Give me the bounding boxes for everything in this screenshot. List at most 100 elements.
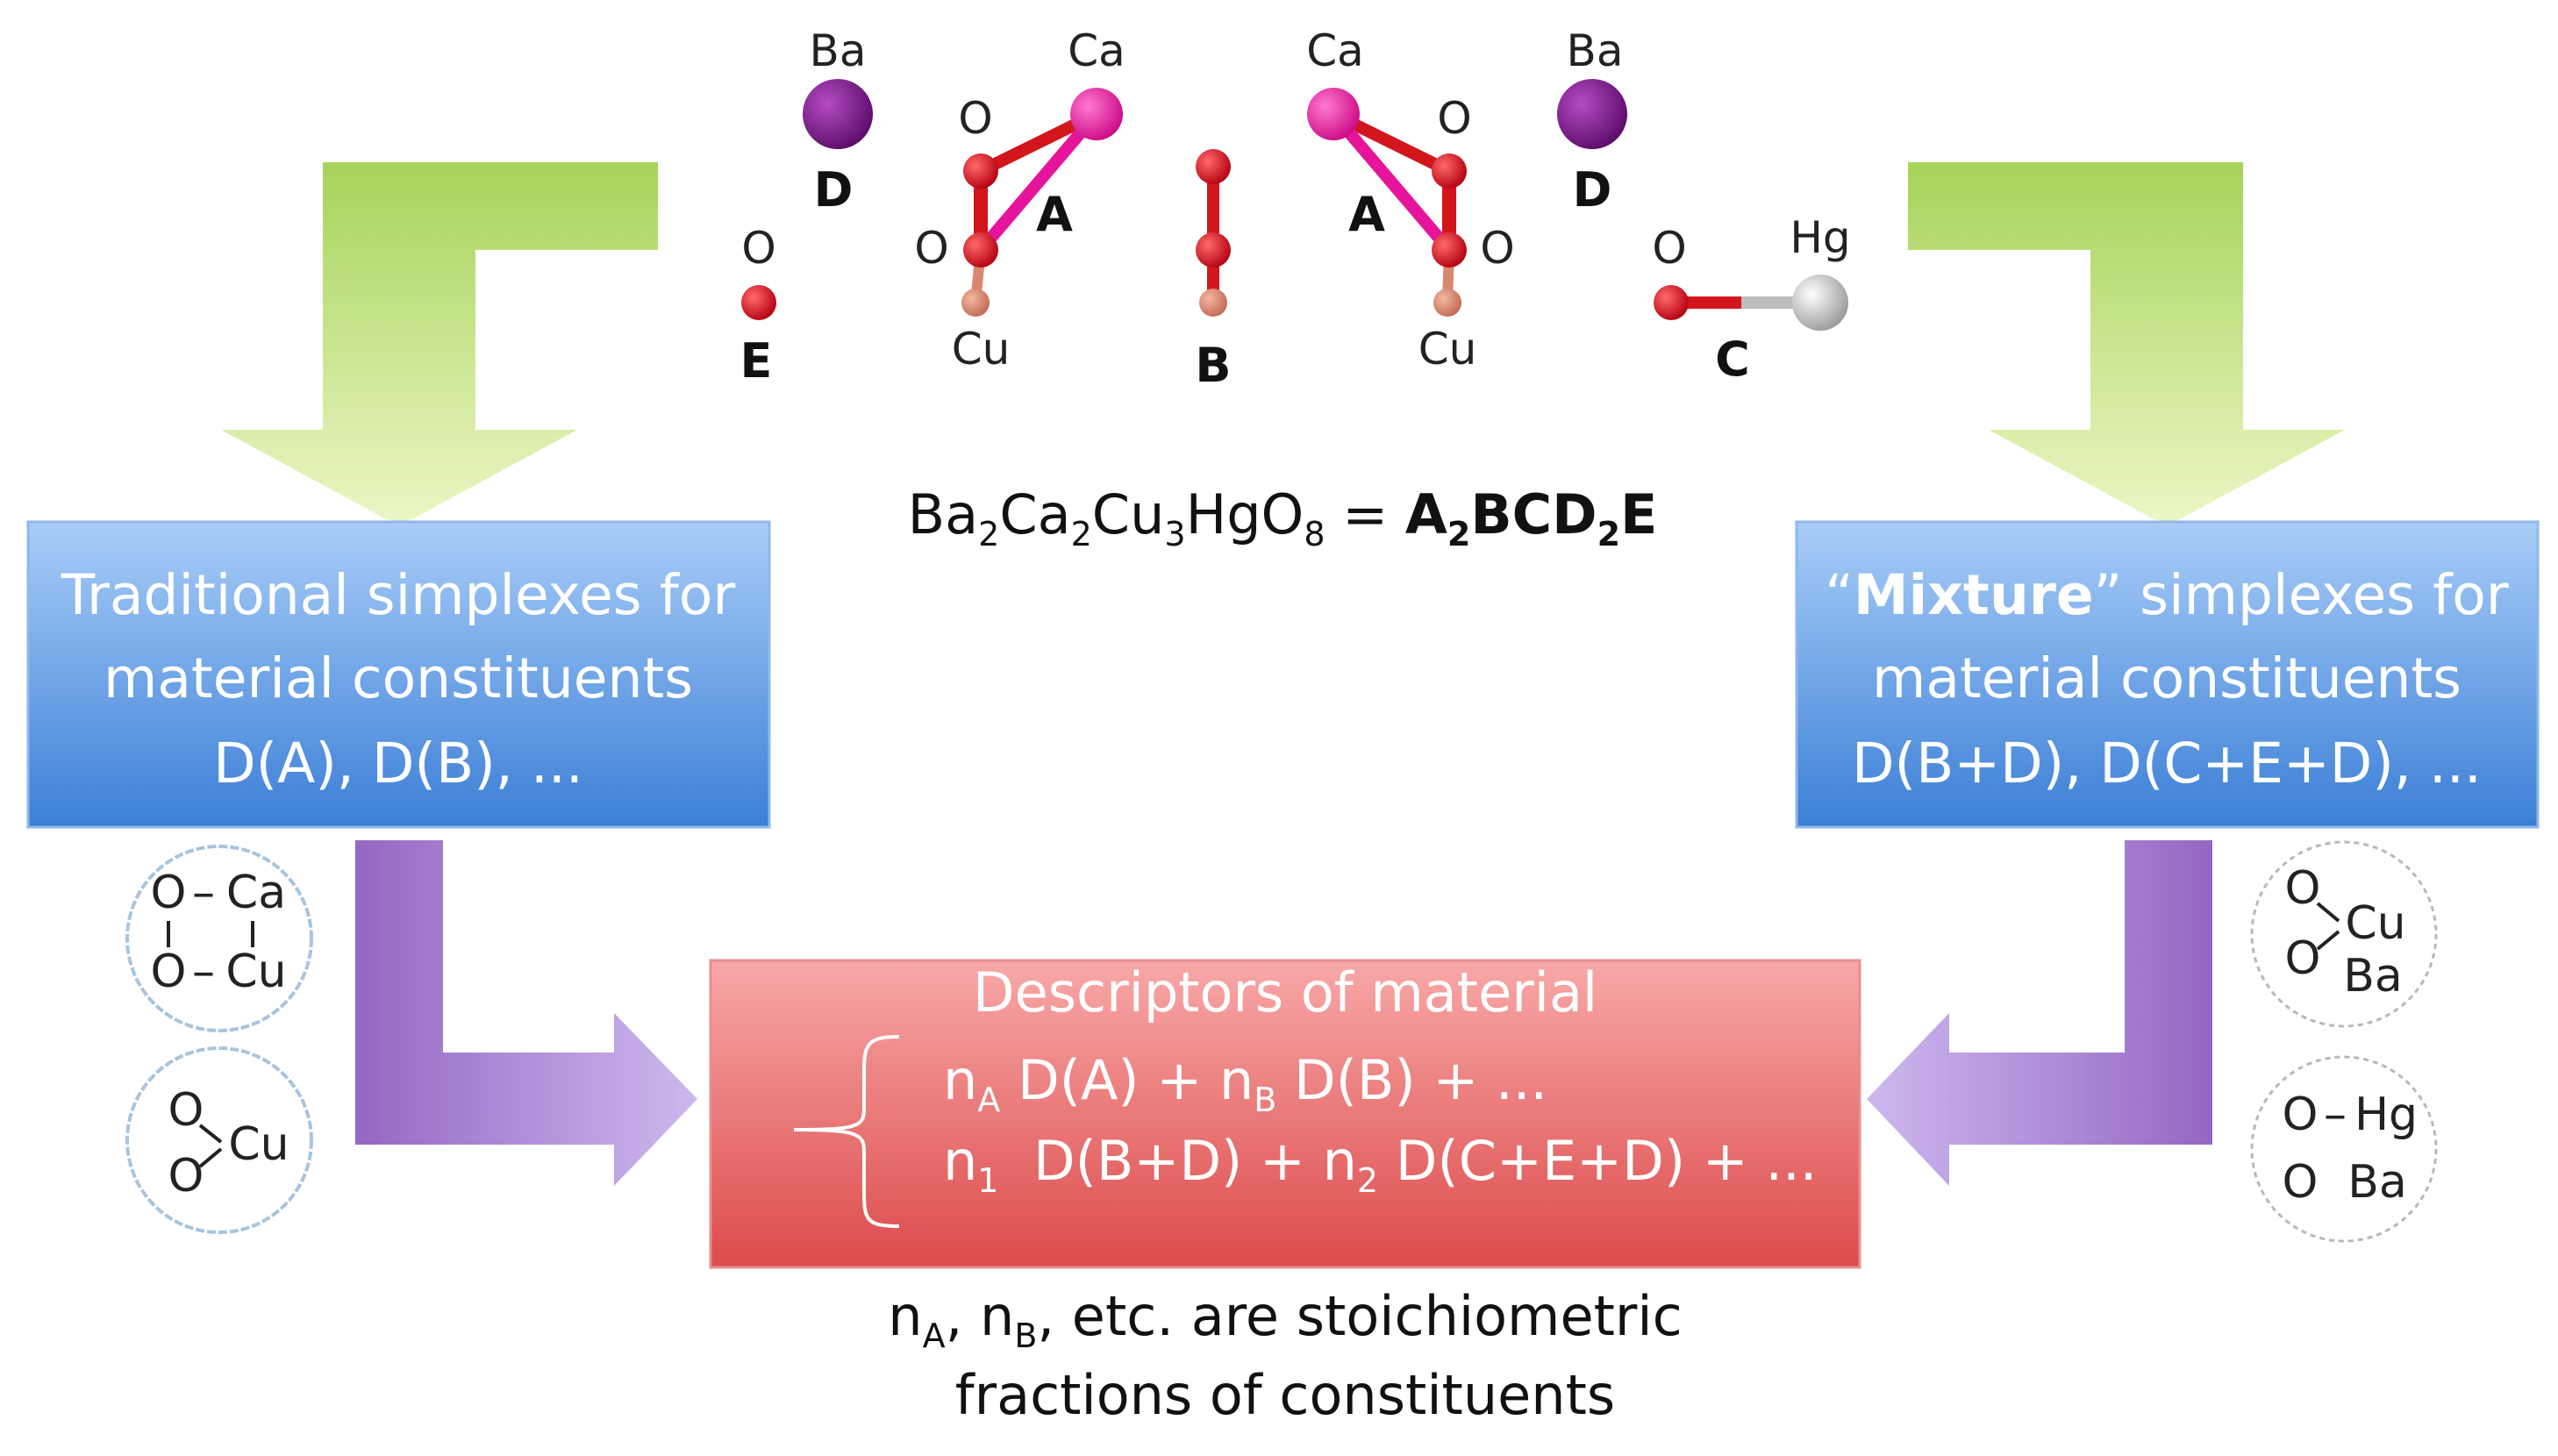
traditional-box-line2: material constituents: [104, 646, 693, 710]
group-label-e: E: [740, 333, 773, 389]
traditional-simplex-box: Traditional simplexes for material const…: [26, 520, 771, 829]
mol-ocuba-cu: Cu: [2345, 897, 2405, 950]
mixture-simplex-box: “Mixture” simplexes for material constit…: [1795, 520, 2540, 829]
copper-atom-right: [1433, 289, 1461, 317]
desc-row2-n: n: [943, 1129, 977, 1193]
desc-row1-sub-a: A: [977, 1081, 1000, 1119]
descriptor-box: Descriptors of material nA D(A) + nB D(B…: [709, 959, 1861, 1269]
purple-arrow-right: [1867, 840, 2212, 1186]
oxygen-label-right-mid: O: [1480, 223, 1514, 274]
mol-ocu-o2: O: [168, 1150, 204, 1203]
calcium-label-left: Ca: [1068, 25, 1125, 76]
group-label-b: B: [1195, 338, 1231, 393]
descriptor-row2: n1 D(B+D) + n2 D(C+E+D) + ...: [943, 1129, 1818, 1200]
copper-label-left: Cu: [952, 324, 1011, 375]
mol-ring-cu: Cu: [225, 946, 286, 998]
formula-part: A: [1405, 482, 1447, 546]
green-arrow-right: [1908, 162, 2345, 526]
desc-row1-mid: D(A) + n: [1000, 1048, 1254, 1112]
oxygen-atom-e: [741, 285, 776, 320]
mol-ocuba-o1: O: [2285, 862, 2321, 915]
molecule-o-hg-o-ba: O – Hg O Ba: [2250, 1055, 2438, 1243]
formula-subscript: 2: [1071, 515, 1092, 553]
formula-part: Ba: [908, 482, 979, 546]
desc-row2-end: D(C+E+D) + ...: [1378, 1129, 1817, 1193]
barium-label-right: Ba: [1567, 25, 1624, 76]
copper-label-right: Cu: [1418, 324, 1477, 375]
mol-ohg-o2: O: [2283, 1156, 2319, 1209]
formula-part: E: [1620, 482, 1657, 546]
molecule-ring-o-ca-o-cu: O – Ca O – Cu: [125, 845, 313, 1032]
copper-atom-b: [1199, 289, 1227, 317]
descriptor-row1: nA D(A) + nB D(B) + ...: [943, 1048, 1547, 1119]
molecule-o2-cu-ba: O O Cu Ba: [2250, 840, 2438, 1028]
mol-ring-dash2: –: [192, 946, 215, 998]
desc-row2-sub-2: 2: [1357, 1161, 1378, 1200]
mercury-label: Hg: [1790, 212, 1850, 263]
bond-o-ca-left-2: [975, 110, 1102, 254]
group-label-a-right: A: [1348, 187, 1385, 242]
group-label-a-left: A: [1036, 187, 1073, 242]
mol-ohg-ba: Ba: [2347, 1156, 2407, 1209]
mol-ring-o2: O: [151, 946, 187, 998]
formula-part: HgO: [1186, 482, 1304, 546]
formula-part: Cu: [1092, 482, 1165, 546]
mol-ocu-bond2: [198, 1147, 223, 1168]
calcium-atom-left: [1070, 88, 1123, 140]
formula-subscript: 8: [1304, 515, 1325, 553]
group-label-d-left: D: [814, 162, 854, 218]
purple-arrow-left: [355, 840, 697, 1186]
formula: Ba2Ca2Cu3HgO8 = A2BCD2E: [908, 482, 1658, 553]
mixture-box-line2: material constituents: [1872, 646, 2462, 710]
mixture-quote-open: “: [1825, 563, 1854, 627]
mol-ring-o1: O: [151, 867, 187, 919]
copper-atom-left: [961, 289, 990, 317]
barium-label-left: Ba: [810, 25, 867, 76]
oxygen-label-c: O: [1652, 223, 1686, 274]
caption-n: n: [888, 1284, 922, 1348]
oxygen-atom-b-top: [1196, 149, 1231, 184]
oxygen-label-right-top: O: [1437, 93, 1471, 144]
oxygen-label-left-top: O: [958, 93, 992, 144]
group-label-d-right: D: [1573, 162, 1612, 218]
mixture-box-line1: “Mixture” simplexes for: [1825, 563, 2509, 627]
curly-brace: [793, 1035, 900, 1228]
barium-atom-left: [803, 79, 873, 149]
mol-ocu-bond1: [198, 1124, 223, 1144]
green-arrow-left: [221, 162, 658, 526]
caption-sub-a: A: [923, 1317, 946, 1355]
oxygen-atom-c: [1654, 285, 1689, 320]
desc-row1-end: D(B) + ...: [1276, 1048, 1547, 1112]
traditional-box-line1: Traditional simplexes for: [61, 563, 736, 627]
desc-row1-sub-b: B: [1254, 1081, 1276, 1119]
oxygen-label-e: O: [741, 223, 775, 274]
mol-ocu-o1: O: [168, 1084, 204, 1137]
mol-ocuba-bond1: [2316, 902, 2340, 923]
formula-subscript: 3: [1164, 515, 1185, 553]
mercury-atom: [1792, 275, 1848, 331]
oxygen-atom-left-top: [963, 153, 998, 189]
mixture-box-line3: D(B+D), D(C+E+D), ...: [1852, 732, 2482, 796]
caption-end: , etc. are stoichiometric: [1037, 1284, 1682, 1348]
formula-equals: =: [1325, 482, 1405, 546]
molecule-o2-cu: O O Cu: [125, 1046, 313, 1234]
oxygen-atom-left-mid: [963, 232, 998, 268]
oxygen-atom-right-top: [1432, 153, 1467, 189]
mol-ocu-cu: Cu: [228, 1118, 289, 1171]
caption-line2: fractions of constituents: [955, 1363, 1615, 1427]
oxygen-atom-b-mid: [1196, 232, 1231, 268]
desc-row2-sub-1: 1: [977, 1161, 998, 1200]
formula-subscript: 2: [978, 515, 999, 553]
mol-ohg-dash: –: [2324, 1088, 2347, 1141]
mol-ohg-hg: Hg: [2354, 1088, 2418, 1141]
calcium-atom-right: [1307, 88, 1360, 140]
descriptor-title: Descriptors of material: [973, 960, 1597, 1024]
desc-row2-mid: D(B+D) + n: [998, 1129, 1356, 1193]
formula-part: Ca: [999, 482, 1070, 546]
desc-row1-n: n: [943, 1048, 977, 1112]
mol-ocuba-o2: O: [2285, 932, 2321, 985]
caption-line1: nA, nB, etc. are stoichiometric: [888, 1284, 1682, 1355]
caption-sub-b: B: [1014, 1317, 1037, 1355]
formula-subscript: 2: [1597, 515, 1620, 553]
